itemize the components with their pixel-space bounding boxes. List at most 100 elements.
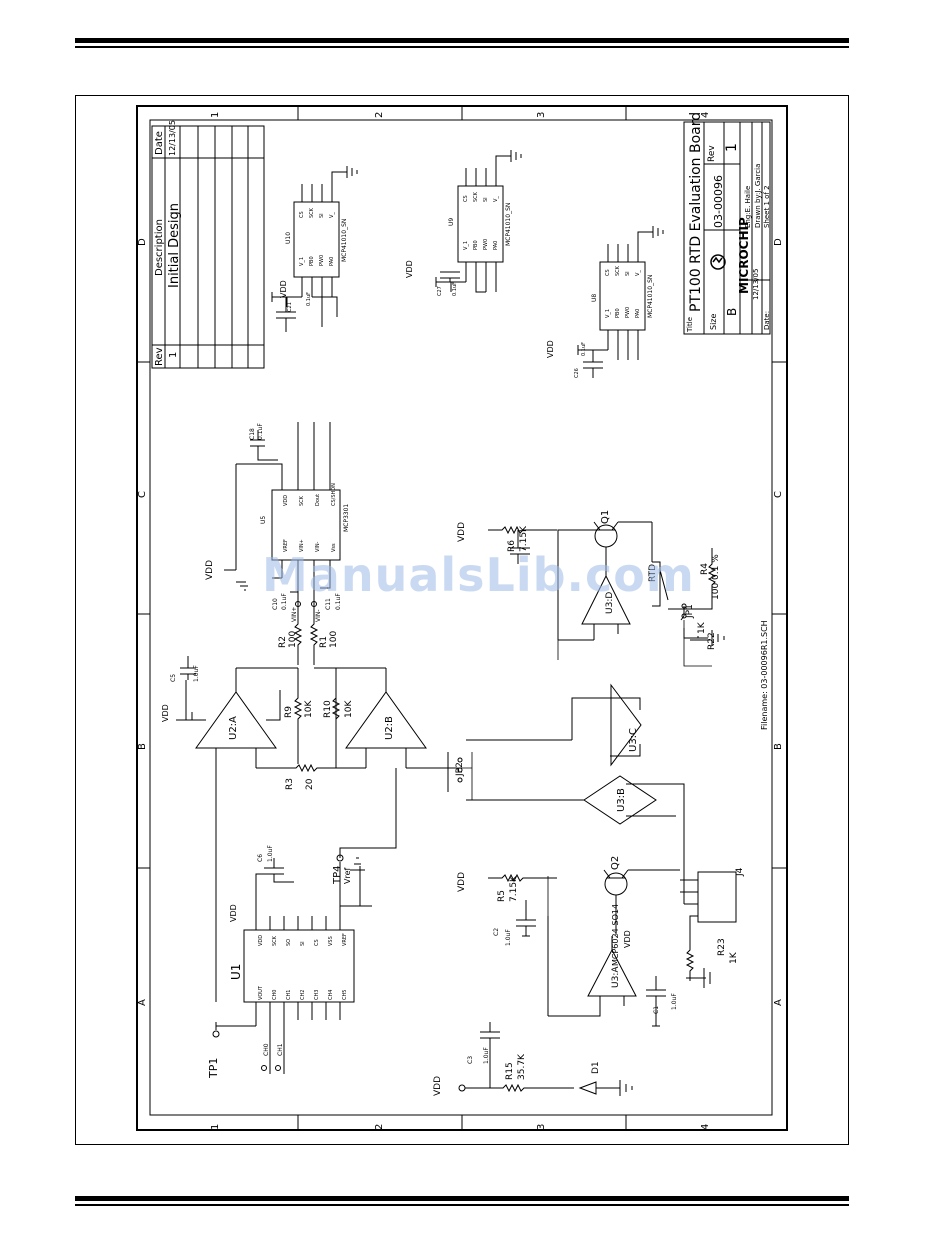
- u9-ref: U9: [448, 218, 455, 226]
- c5-capacitor: [176, 656, 196, 721]
- r5-ref: R5: [497, 890, 507, 902]
- u1-vdd-label: VDD: [229, 904, 238, 922]
- j4-label: J4: [735, 867, 745, 877]
- tp4-label: TP4: [332, 865, 343, 885]
- engineer: Eng:E. Haile: [744, 186, 752, 228]
- u5-pin-vin-minus: VIN-: [315, 541, 321, 552]
- u8-pin-v1: V_1: [605, 309, 611, 318]
- u5-pin-sck: SCK: [299, 495, 305, 506]
- u1-pin-sck: SCK: [272, 935, 278, 946]
- jp2-label: JP2: [455, 762, 465, 777]
- u1-pin-ch4: CH4: [328, 990, 334, 1000]
- adc-vdd-label: VDD: [205, 560, 215, 580]
- ref-vdd-label: VDD: [433, 1076, 443, 1096]
- r6-vdd-label: VDD: [457, 522, 467, 542]
- u8-pin-pb0: PB0: [615, 308, 621, 318]
- r23-ref: R23: [717, 938, 727, 956]
- u1-dac: [215, 857, 372, 1074]
- u9-vdd-label: VDD: [405, 260, 414, 278]
- zone-number-2-top: 2: [374, 112, 385, 118]
- schematic-inner-border: [149, 119, 773, 1116]
- u3a-vdd-label: VDD: [623, 930, 632, 948]
- u1-pin-ch3: CH3: [314, 990, 320, 1000]
- zone-label-c-bottom: C: [773, 491, 784, 498]
- resistors-r1-r2: [236, 612, 386, 669]
- test-points: [212, 768, 397, 1071]
- u9-pin-pb0: PB0: [473, 240, 479, 250]
- r1-value: 100: [329, 631, 339, 648]
- footer-rule-thick: [75, 1196, 849, 1201]
- doc-number: 03-00096: [712, 175, 725, 228]
- u1-pin-ch0: CH0: [272, 990, 278, 1000]
- u9-pin-si: SI: [483, 197, 489, 202]
- vin-plus-label: VIN+: [291, 607, 298, 622]
- footer-rule-thin: [75, 1204, 849, 1206]
- c27-ref: C27: [437, 286, 443, 296]
- title-date: 12/13/05: [752, 269, 760, 300]
- rtd-sensor: [651, 522, 725, 646]
- u8-pin-pw0: PW0: [625, 307, 631, 318]
- sheet-number: Sheet 1 of 2: [763, 185, 771, 228]
- zone-number-3-top: 3: [536, 112, 547, 118]
- r5-value: 7.15K: [509, 875, 519, 902]
- u1-pin-vref: VREF: [342, 933, 348, 946]
- page-frame: [75, 95, 849, 1145]
- ch1-label: CH1: [277, 1043, 284, 1056]
- r9-value: 10K: [304, 700, 314, 718]
- u9-pin-cs: CS: [463, 195, 469, 202]
- u10-pin-cs: CS: [299, 211, 305, 218]
- r4-ref: R4: [700, 563, 710, 575]
- r6-value: 7.15K: [519, 525, 529, 552]
- filename: Filename: 03-00096R1.SCH: [760, 620, 769, 730]
- date-header: Date: [154, 131, 165, 155]
- u10-pin-v1: V_1: [299, 257, 305, 266]
- u8-pin-cs: CS: [605, 269, 611, 276]
- u3b-op-amp: [583, 775, 685, 904]
- u9-pin-pa0: PA0: [493, 241, 499, 250]
- u10-part: MCP41010_SN: [341, 219, 348, 262]
- u2b-label: U2:B: [384, 716, 395, 740]
- u1-pin-ch1: CH1: [286, 990, 292, 1000]
- u1-pin-ch2: CH2: [300, 990, 306, 1000]
- revision-table: [151, 125, 265, 369]
- zone-label-b-bottom: B: [773, 743, 784, 750]
- u8-pin-v: V_: [635, 270, 641, 276]
- date-label: Date:: [763, 311, 771, 330]
- r3-ref: R3: [285, 778, 295, 790]
- title-block: [683, 121, 771, 335]
- mcp6024-label: MCP6024-SO14: [611, 904, 620, 966]
- r2-value: 100: [288, 631, 298, 648]
- u8-part: MCP41010_SN: [647, 275, 654, 318]
- rev-block-label: Rev: [707, 145, 717, 162]
- q2-transistor: [488, 869, 680, 935]
- watermark: ManualsLib.com: [262, 548, 695, 602]
- u1-pin-so: SO: [286, 939, 292, 946]
- microchip-logo-icon: [710, 254, 726, 270]
- u8-ref: U8: [591, 294, 598, 302]
- u3a-op-amp: [547, 916, 637, 1017]
- u1-pin-vss: VSS: [328, 936, 334, 946]
- u9-pin-sck: SCK: [473, 191, 479, 202]
- rev-value: 1: [168, 352, 179, 358]
- size-value: B: [725, 308, 739, 316]
- u3c-label: U3:C: [628, 728, 639, 752]
- c11-ref: C11: [325, 598, 332, 610]
- zone-dividers: [137, 106, 787, 1130]
- r10-ref: R10: [323, 700, 333, 718]
- c21-ref: C21: [287, 302, 293, 312]
- c3-value: 1.0uF: [483, 1047, 490, 1064]
- header-rule-thick: [75, 38, 849, 43]
- u5-part: MCP3301: [343, 504, 350, 532]
- r6-resistor: [488, 525, 557, 564]
- tp1-label: TP1: [207, 1058, 220, 1079]
- c26-value: 0.1uF: [581, 342, 587, 356]
- vref-label: Vref: [343, 867, 352, 884]
- r23-resistor: [685, 946, 711, 988]
- zone-label-a-bottom: A: [773, 999, 784, 1006]
- r10-value: 10K: [344, 700, 354, 718]
- zone-number-2-bottom: 2: [374, 1124, 385, 1130]
- c18-ref: C18: [249, 428, 256, 440]
- size-label: Size: [709, 314, 718, 331]
- u9-part: MCP41010_SN: [505, 203, 512, 246]
